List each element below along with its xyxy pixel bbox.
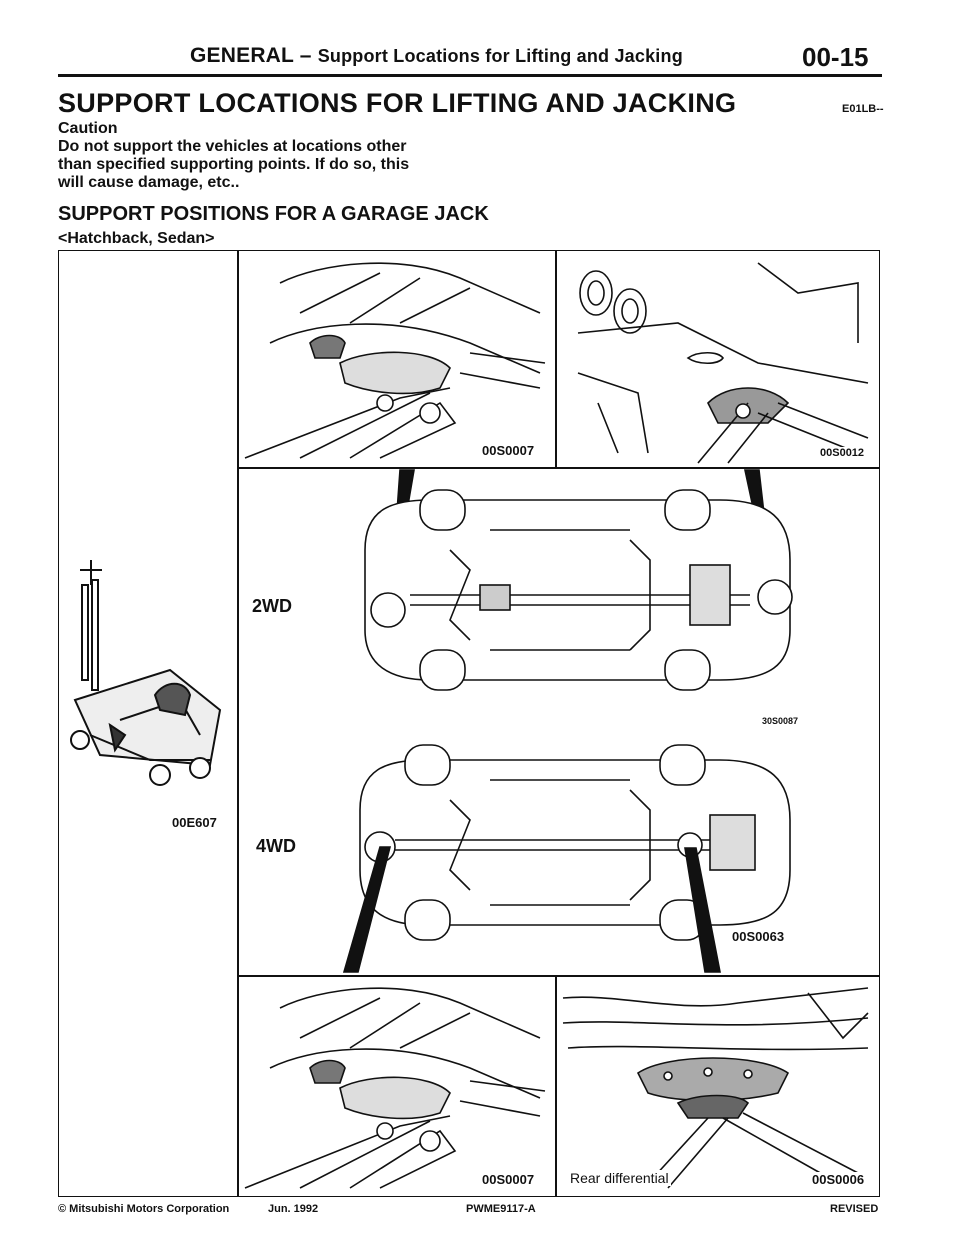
rear-differential-illustration bbox=[562, 987, 869, 1189]
frame-rule-bottom bbox=[237, 975, 880, 977]
rear-jack-point-illustration-top bbox=[577, 262, 869, 464]
figure-frame bbox=[58, 250, 880, 1197]
caution-text: Do not support the vehicles at locations… bbox=[58, 138, 410, 191]
frame-rule-top bbox=[237, 467, 880, 469]
front-bottom-figure-code: 00S0007 bbox=[480, 1172, 537, 1187]
subheading: SUPPORT POSITIONS FOR A GARAGE JACK bbox=[58, 203, 489, 225]
footer-pub-code: PWME9117-A bbox=[466, 1203, 536, 1215]
label-2wd: 2WD bbox=[252, 596, 292, 616]
footer-copyright: © Mitsubishi Motors Corporation bbox=[58, 1203, 230, 1215]
rear-bottom-figure-code: 00S0006 bbox=[810, 1172, 867, 1187]
garage-jack-illustration bbox=[70, 560, 222, 786]
front-top-figure-code: 00S0007 bbox=[480, 443, 537, 458]
header-section: GENERAL bbox=[190, 44, 294, 67]
variant-label: <Hatchback, Sedan> bbox=[58, 230, 215, 247]
rear-top-figure-code: 00S0012 bbox=[818, 447, 867, 459]
running-header: GENERAL – Support Locations for Lifting … bbox=[190, 44, 683, 68]
front-jack-point-illustration-top bbox=[244, 262, 546, 459]
frame-divider-bottom bbox=[555, 975, 557, 1197]
footer-status: REVISED bbox=[830, 1203, 879, 1215]
header-rule bbox=[58, 74, 882, 77]
caution-heading: Caution bbox=[58, 120, 118, 137]
frame-divider-left bbox=[237, 250, 239, 1197]
underbody-4wd-illustration bbox=[342, 744, 791, 973]
document-code: E01LB-- bbox=[842, 103, 884, 115]
label-4wd: 4WD bbox=[256, 836, 296, 856]
underbody-2wd-illustration bbox=[364, 469, 793, 691]
header-dash: – bbox=[299, 44, 312, 67]
page-number: 00-15 bbox=[802, 42, 869, 72]
underbody-4wd-figure-code: 00S0063 bbox=[730, 929, 787, 944]
jack-figure-code: 00E607 bbox=[170, 815, 219, 830]
page-title: SUPPORT LOCATIONS FOR LIFTING AND JACKIN… bbox=[58, 88, 737, 118]
footer-date: Jun. 1992 bbox=[268, 1203, 319, 1215]
mid-figure-code: 30S0087 bbox=[760, 716, 801, 726]
front-jack-point-illustration-bottom bbox=[244, 987, 546, 1189]
header-subsection: Support Locations for Lifting and Jackin… bbox=[317, 46, 683, 66]
frame-divider-top bbox=[555, 250, 557, 468]
rear-differential-label: Rear differential bbox=[568, 1170, 671, 1186]
